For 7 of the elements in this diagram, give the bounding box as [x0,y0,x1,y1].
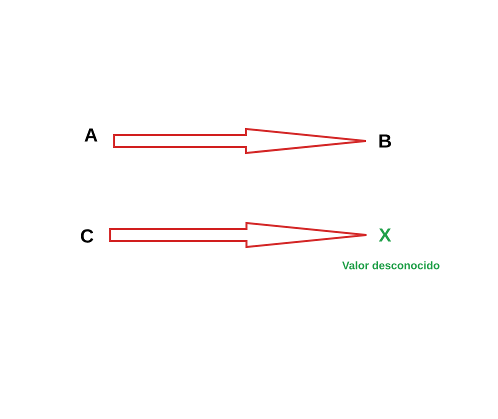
block-arrow [113,128,367,154]
letter-label: A [84,128,98,142]
letter-label: B [379,134,391,148]
block-arrow [109,222,368,248]
caption-text: Valor desconocido [342,261,440,270]
letter-label: X [378,228,392,242]
letter-label: C [80,229,94,243]
